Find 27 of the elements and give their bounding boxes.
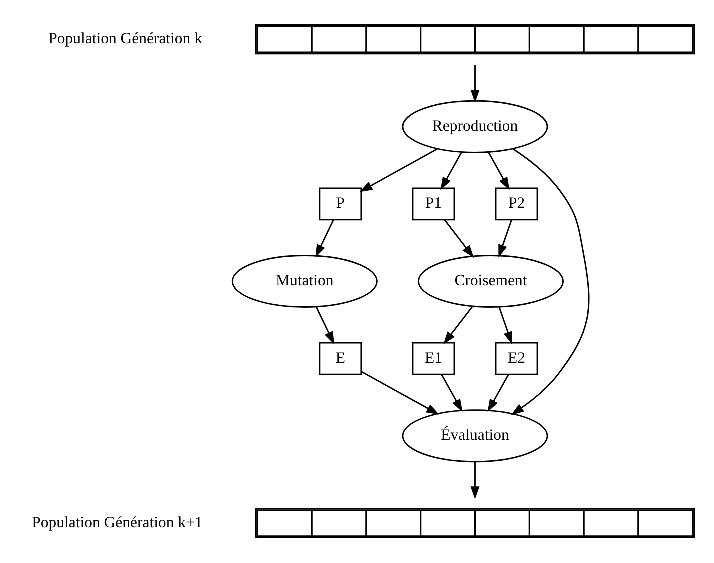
arrow — [360, 371, 439, 415]
arrow — [443, 306, 473, 345]
arrow — [315, 307, 334, 345]
node-box: P — [318, 188, 362, 221]
arrow — [440, 374, 462, 412]
arrow — [470, 65, 480, 103]
node-box: E2 — [494, 342, 538, 376]
node-ellipse: Croisement — [417, 255, 564, 308]
arrow — [315, 220, 334, 258]
arrow — [359, 148, 438, 192]
node-ellipse: Évaluation — [402, 410, 548, 463]
node-ellipse: Mutation — [231, 255, 378, 308]
node-label: Population Génération k+1 — [32, 514, 202, 532]
node-box: P1 — [412, 188, 455, 221]
arrow — [440, 152, 462, 190]
node-box: E1 — [412, 342, 455, 376]
arrow — [444, 220, 474, 258]
node-ellipse: Reproduction — [402, 100, 548, 154]
node-box: E — [318, 342, 362, 376]
arrow — [488, 152, 510, 190]
arrow — [470, 462, 480, 500]
node-box: P2 — [494, 188, 538, 221]
node-label: Population Génération k — [48, 30, 202, 48]
arrow — [510, 148, 590, 416]
arrow — [498, 220, 512, 258]
arrow — [498, 307, 512, 345]
arrow — [487, 374, 509, 412]
